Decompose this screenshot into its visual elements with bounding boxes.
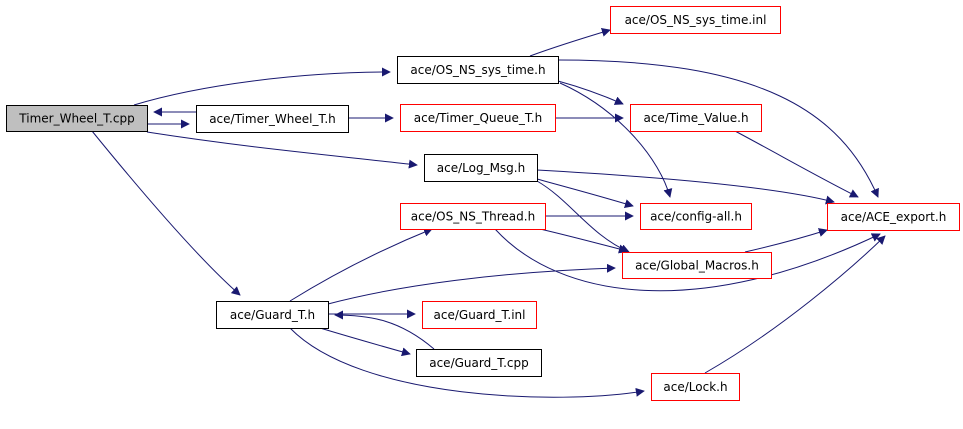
node-label-lock_h: ace/Lock.h [663, 380, 727, 394]
node-timer_queue_h[interactable]: ace/Timer_Queue_T.h [400, 104, 556, 132]
edge-timer_wheel_cpp-to-log_msg_h [146, 131, 418, 169]
node-box-os_ns_sys_time_inl [610, 6, 781, 34]
node-log_msg_h[interactable]: ace/Log_Msg.h [424, 154, 538, 182]
node-box-timer_queue_h [400, 104, 556, 132]
node-box-timer_wheel_h [196, 105, 349, 133]
edge-os_ns_sys_time_h-to-time_value_h [557, 80, 624, 105]
edge-os_ns_thread_h-to-global_macros_h [539, 228, 628, 254]
node-box-os_ns_sys_time_h [397, 56, 559, 84]
node-label-timer_queue_h: ace/Timer_Queue_T.h [414, 111, 542, 125]
node-box-time_value_h [630, 104, 762, 132]
node-label-global_macros_h: ace/Global_Macros.h [635, 259, 759, 273]
node-guard_cpp[interactable]: ace/Guard_T.cpp [416, 349, 542, 377]
node-ace_export_h[interactable]: ace/ACE_export.h [827, 203, 960, 231]
node-label-os_ns_thread_h: ace/OS_NS_Thread.h [411, 210, 535, 224]
node-time_value_h[interactable]: ace/Time_Value.h [630, 104, 762, 132]
node-label-timer_wheel_h: ace/Timer_Wheel_T.h [209, 112, 336, 126]
node-label-guard_inl: ace/Guard_T.inl [434, 308, 526, 322]
node-box-config_all_h [640, 203, 752, 230]
node-box-os_ns_thread_h [400, 203, 546, 230]
node-timer_wheel_cpp[interactable]: Timer_Wheel_T.cpp [6, 105, 148, 132]
node-box-guard_cpp [416, 349, 542, 377]
edge-os_ns_sys_time_h-to-config_all_h [559, 82, 673, 198]
node-lock_h[interactable]: ace/Lock.h [651, 373, 740, 401]
node-box-guard_inl [422, 301, 537, 329]
node-box-global_macros_h [622, 252, 772, 279]
node-timer_wheel_h[interactable]: ace/Timer_Wheel_T.h [196, 105, 349, 133]
edge-os_ns_sys_time_h-to-ace_export_h [557, 59, 879, 198]
node-config_all_h[interactable]: ace/config-all.h [640, 203, 752, 230]
node-label-config_all_h: ace/config-all.h [650, 210, 742, 224]
edge-log_msg_h-to-ace_export_h [536, 169, 835, 205]
nodes-layer: Timer_Wheel_T.cppace/OS_NS_sys_time.hace… [6, 6, 960, 401]
node-global_macros_h[interactable]: ace/Global_Macros.h [622, 252, 772, 279]
edges-layer [91, 28, 886, 398]
node-label-guard_cpp: ace/Guard_T.cpp [429, 356, 529, 370]
node-guard_h[interactable]: ace/Guard_T.h [216, 301, 329, 329]
node-box-timer_wheel_cpp [6, 105, 148, 132]
node-guard_inl[interactable]: ace/Guard_T.inl [422, 301, 537, 329]
edge-os_ns_thread_h-to-ace_export_h [494, 228, 881, 292]
edge-guard_h-to-os_ns_thread_h [289, 227, 433, 302]
node-label-time_value_h: ace/Time_Value.h [643, 111, 748, 125]
edge-time_value_h-to-ace_export_h [734, 130, 859, 198]
node-os_ns_thread_h[interactable]: ace/OS_NS_Thread.h [400, 203, 546, 230]
edge-lock_h-to-ace_export_h [704, 235, 886, 374]
node-box-ace_export_h [827, 203, 960, 231]
edge-log_msg_h-to-config_all_h [536, 178, 634, 208]
edge-guard_cpp-to-guard_h [334, 310, 435, 350]
edge-global_macros_h-to-ace_export_h [744, 228, 828, 253]
edge-guard_h-to-global_macros_h [327, 263, 616, 305]
node-label-os_ns_sys_time_h: ace/OS_NS_sys_time.h [410, 63, 545, 77]
node-label-ace_export_h: ace/ACE_export.h [841, 210, 947, 224]
node-label-timer_wheel_cpp: Timer_Wheel_T.cpp [18, 112, 134, 126]
node-box-log_msg_h [424, 154, 538, 182]
edge-guard_h-to-lock_h [289, 327, 645, 398]
node-box-lock_h [651, 373, 740, 401]
edge-timer_wheel_cpp-to-guard_h [91, 130, 241, 296]
node-label-log_msg_h: ace/Log_Msg.h [437, 161, 525, 175]
edge-os_ns_sys_time_h-to-os_ns_sys_time_inl [529, 28, 611, 57]
edge-timer_wheel_cpp-to-os_ns_sys_time_h [133, 67, 391, 106]
edge-log_msg_h-to-global_macros_h [536, 180, 630, 253]
node-box-guard_h [216, 301, 329, 329]
edge-guard_h-to-guard_cpp [319, 327, 411, 357]
node-os_ns_sys_time_h[interactable]: ace/OS_NS_sys_time.h [397, 56, 559, 84]
node-label-os_ns_sys_time_inl: ace/OS_NS_sys_time.inl [625, 13, 767, 27]
node-label-guard_h: ace/Guard_T.h [230, 308, 315, 322]
node-os_ns_sys_time_inl[interactable]: ace/OS_NS_sys_time.inl [610, 6, 781, 34]
